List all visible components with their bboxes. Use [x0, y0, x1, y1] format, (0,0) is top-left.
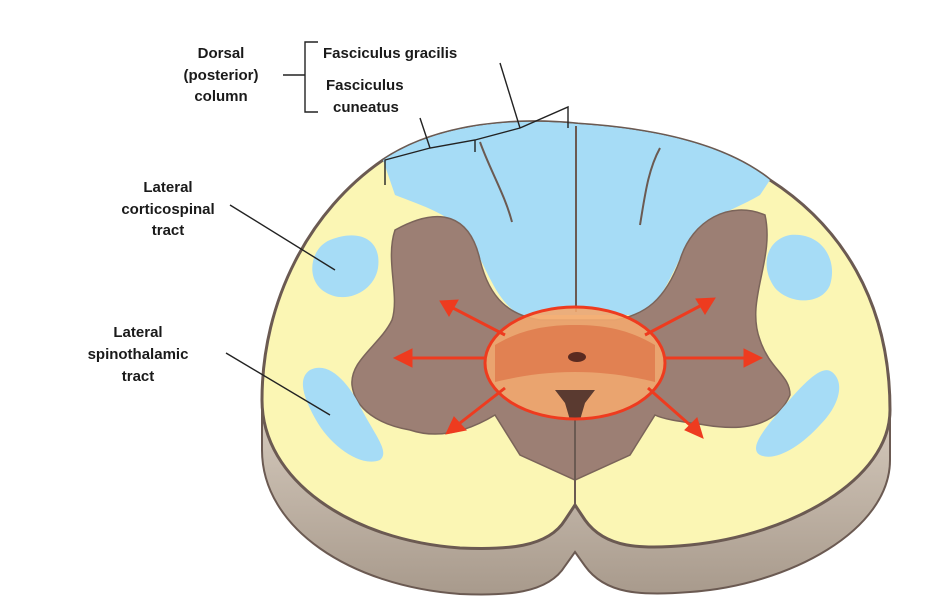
lateral-spinothalamic-tract-left [302, 367, 384, 462]
leader-spinothalamic [225, 352, 331, 416]
lesion-expansion-arrows [392, 297, 764, 439]
leader-corticospinal [229, 204, 336, 271]
label-cuneatus-line2: cuneatus [333, 99, 399, 116]
label-lateral-corticospinal: Lateral corticospinal tract [121, 179, 214, 239]
label-dorsal-line2: (posterior) [184, 67, 259, 84]
arrow-down-right [647, 386, 704, 439]
label-cuneatus-line1: Fasciculus [326, 77, 404, 94]
label-corticospinal-line2: corticospinal [121, 201, 214, 218]
arrow-down-left [445, 386, 506, 435]
label-lateral-spinothalamic: Lateral spinothalamic tract [88, 324, 189, 385]
label-spinothalamic-line2: spinothalamic [88, 346, 189, 363]
arrow-left [392, 348, 486, 368]
dorsal-intermediate-septum-left [479, 141, 513, 223]
label-dorsal-column: Dorsal (posterior) column [184, 45, 259, 105]
arrow-up-left [439, 299, 506, 337]
arrow-up-right [644, 297, 716, 337]
central-lesion [483, 305, 667, 421]
label-dorsal-line3: column [194, 88, 247, 105]
label-corticospinal-line3: tract [152, 222, 185, 239]
label-fasciculus-gracilis: Fasciculus gracilis [323, 45, 457, 62]
dorsal-column-bracket [384, 62, 569, 185]
label-spinothalamic-line1: Lateral [113, 324, 162, 341]
label-dorsal-line1: Dorsal [198, 45, 245, 62]
lateral-corticospinal-tract-right [766, 234, 833, 301]
lateral-spinothalamic-tract-right [756, 370, 840, 457]
label-corticospinal-line1: Lateral [143, 179, 192, 196]
label-fasciculus-cuneatus: Fasciculus cuneatus [326, 77, 404, 116]
arrow-right [664, 348, 764, 368]
label-spinothalamic-line3: tract [122, 368, 155, 385]
fasciculus-bracket [283, 41, 318, 113]
dorsal-intermediate-septum-right [639, 147, 661, 226]
lateral-corticospinal-tract-left [312, 235, 379, 298]
